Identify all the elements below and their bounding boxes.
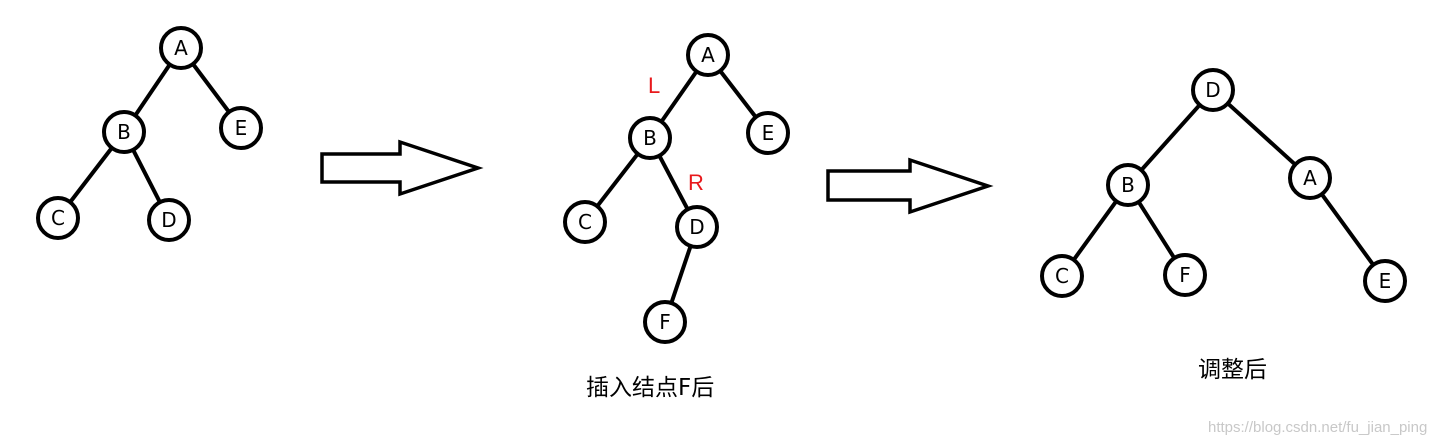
node-after-insert-d: D	[675, 205, 719, 249]
node-after-adjust-d: D	[1191, 68, 1235, 112]
edge-before-b-c	[68, 146, 114, 204]
node-label: B	[643, 126, 657, 150]
edge-before-a-e	[191, 62, 231, 114]
node-label: C	[51, 206, 65, 230]
caption-after-insert: 插入结点F后	[586, 375, 714, 401]
edge-after-adjust-d-a	[1226, 101, 1297, 167]
edge-after-adjust-a-e	[1320, 192, 1375, 267]
edge-after-insert-d-f	[669, 245, 693, 304]
edge-after-adjust-b-f	[1137, 200, 1176, 260]
node-label: F	[659, 310, 671, 334]
node-before-a: A	[159, 26, 203, 70]
node-circle	[686, 33, 730, 77]
node-after-adjust-e: E	[1363, 259, 1407, 303]
node-label: E	[235, 116, 248, 140]
node-label: C	[578, 210, 592, 234]
node-before-c: C	[36, 196, 80, 240]
node-circle	[746, 111, 790, 155]
node-circle	[1163, 253, 1207, 297]
node-circle	[159, 26, 203, 70]
node-circle	[628, 116, 672, 160]
node-label: E	[1379, 269, 1392, 293]
caption-after-adjust: 调整后	[1198, 357, 1267, 383]
edge-before-b-d	[131, 148, 162, 204]
node-before-d: D	[147, 198, 191, 242]
node-circle	[643, 300, 687, 344]
node-label: D	[161, 208, 176, 232]
node-circle	[1363, 259, 1407, 303]
tree-edges	[68, 62, 1375, 304]
node-label: E	[762, 121, 775, 145]
node-label: F	[1179, 263, 1191, 287]
arrow-2	[826, 157, 994, 215]
node-circle	[219, 106, 263, 150]
edge-after-insert-b-c	[595, 152, 640, 208]
edge-after-adjust-b-c	[1072, 200, 1118, 261]
node-after-adjust-a: A	[1288, 156, 1332, 200]
node-label: A	[174, 36, 188, 60]
edge-after-insert-b-d	[657, 154, 690, 211]
node-circle	[36, 196, 80, 240]
edge-after-insert-a-b	[659, 70, 699, 123]
node-circle	[1191, 68, 1235, 112]
node-after-insert-e: E	[746, 111, 790, 155]
node-label: B	[1121, 173, 1135, 197]
arrow-1	[320, 139, 484, 197]
node-circle	[1040, 254, 1084, 298]
node-label: A	[701, 43, 715, 67]
edge-before-a-b	[133, 63, 172, 117]
node-after-insert-b: B	[628, 116, 672, 160]
node-after-insert-f: F	[643, 300, 687, 344]
node-label: A	[1303, 166, 1317, 190]
node-before-e: E	[219, 106, 263, 150]
node-after-adjust-c: C	[1040, 254, 1084, 298]
watermark: https://blog.csdn.net/fu_jian_ping	[1208, 419, 1427, 436]
tree-nodes: A B E C D A B E C D F D B A C F E	[36, 26, 1407, 344]
edge-after-insert-a-e	[718, 69, 758, 119]
node-after-insert-c: C	[563, 200, 607, 244]
node-circle	[675, 205, 719, 249]
node-circle	[1288, 156, 1332, 200]
node-before-b: B	[102, 110, 146, 154]
node-circle	[102, 110, 146, 154]
node-label: C	[1055, 264, 1069, 288]
node-after-insert-a: A	[686, 33, 730, 77]
node-circle	[147, 198, 191, 242]
node-after-adjust-b: B	[1106, 163, 1150, 207]
node-after-adjust-f: F	[1163, 253, 1207, 297]
node-circle	[563, 200, 607, 244]
node-circle	[1106, 163, 1150, 207]
node-label: D	[1205, 78, 1220, 102]
edge-after-adjust-d-b	[1139, 103, 1202, 172]
annotation-l: L	[648, 73, 660, 98]
node-label: B	[117, 120, 131, 144]
annotation-r: R	[688, 170, 704, 195]
node-label: D	[689, 215, 704, 239]
